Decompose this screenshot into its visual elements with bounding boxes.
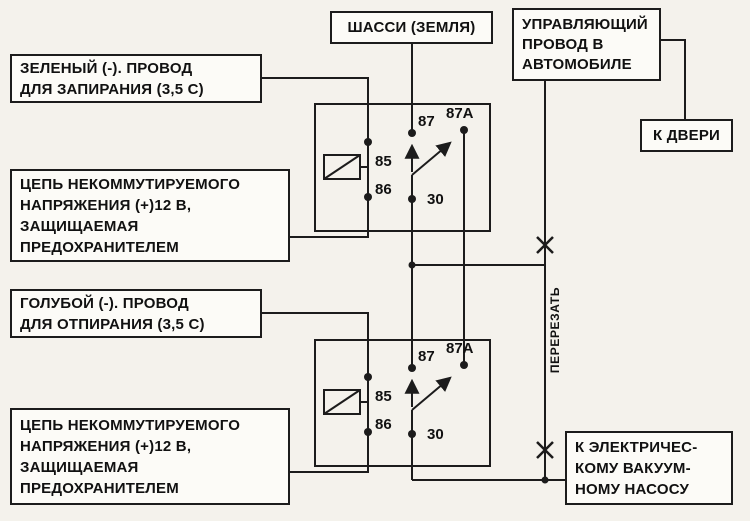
chassis-ground-box: ШАССИ (ЗЕМЛЯ) xyxy=(330,11,493,44)
fused-supply-top-box: ЦЕПЬ НЕКОММУТИРУЕМОГО НАПРЯЖЕНИЯ (+)12 В… xyxy=(10,169,290,262)
vacuum-pump-box: К ЭЛЕКТРИЧЕС- КОМУ ВАКУУМ- НОМУ НАСОСУ xyxy=(565,431,733,505)
cut-marks xyxy=(536,236,554,459)
relay-1-coil-icon xyxy=(323,154,361,180)
relay-2-symbol: 85 86 87 87A 30 xyxy=(314,339,491,467)
wire-control-to-door xyxy=(661,39,686,119)
fused-supply-bottom-box: ЦЕПЬ НЕКОММУТИРУЕМОГО НАПРЯЖЕНИЯ (+)12 В… xyxy=(10,408,290,505)
relay-2-pin-85-label: 85 xyxy=(375,388,392,405)
to-door-box: К ДВЕРИ xyxy=(640,119,733,152)
green-lock-wire-box: ЗЕЛЕНЫЙ (-). ПРОВОД ДЛЯ ЗАПИРАНИЯ (3,5 С… xyxy=(10,54,262,103)
junction-dots xyxy=(408,261,549,484)
relay-1-box xyxy=(314,103,491,232)
relay-1-pin-87a-label: 87A xyxy=(446,105,474,122)
relay-1-symbol: 85 86 87 87A 30 xyxy=(314,103,491,232)
relay-2-box xyxy=(314,339,491,467)
relay-1-terminals xyxy=(364,126,468,203)
relay-2-pin-30-label: 30 xyxy=(427,426,444,443)
relay-2-pin-87a-label: 87A xyxy=(446,340,474,357)
relay-2-pin-86-label: 86 xyxy=(375,416,392,433)
relay-1-pin-85-label: 85 xyxy=(375,153,392,170)
wire-relay2-coil-to-fuse xyxy=(290,432,369,473)
control-wire-box: УПРАВЛЯЮЩИЙ ПРОВОД В АВТОМОБИЛЕ xyxy=(512,8,661,81)
relay-2-coil-icon xyxy=(323,389,361,415)
relay-1-pin-86-label: 86 xyxy=(375,181,392,198)
relay-2-pin-87-label: 87 xyxy=(418,348,435,365)
blue-unlock-wire-box: ГОЛУБОЙ (-). ПРОВОД ДЛЯ ОТПИРАНИЯ (3,5 С… xyxy=(10,289,262,338)
wires xyxy=(262,39,686,481)
relay-1-switch-icon xyxy=(404,141,452,176)
wire-lock-to-relay1-coil xyxy=(262,77,369,142)
cut-wire-label: ПЕРЕРЕЗАТЬ xyxy=(548,286,562,374)
wire-relay1-coil-to-fuse xyxy=(290,197,369,238)
cut-mark-bottom-icon xyxy=(536,441,554,459)
cut-mark-top-icon xyxy=(536,236,554,254)
wire-unlock-to-relay2-coil xyxy=(262,312,369,377)
relay-2-switch-icon xyxy=(404,376,452,411)
relay-1-pin-30-label: 30 xyxy=(427,191,444,208)
relay-1-pin-87-label: 87 xyxy=(418,113,435,130)
relay-2-terminals xyxy=(364,361,468,438)
